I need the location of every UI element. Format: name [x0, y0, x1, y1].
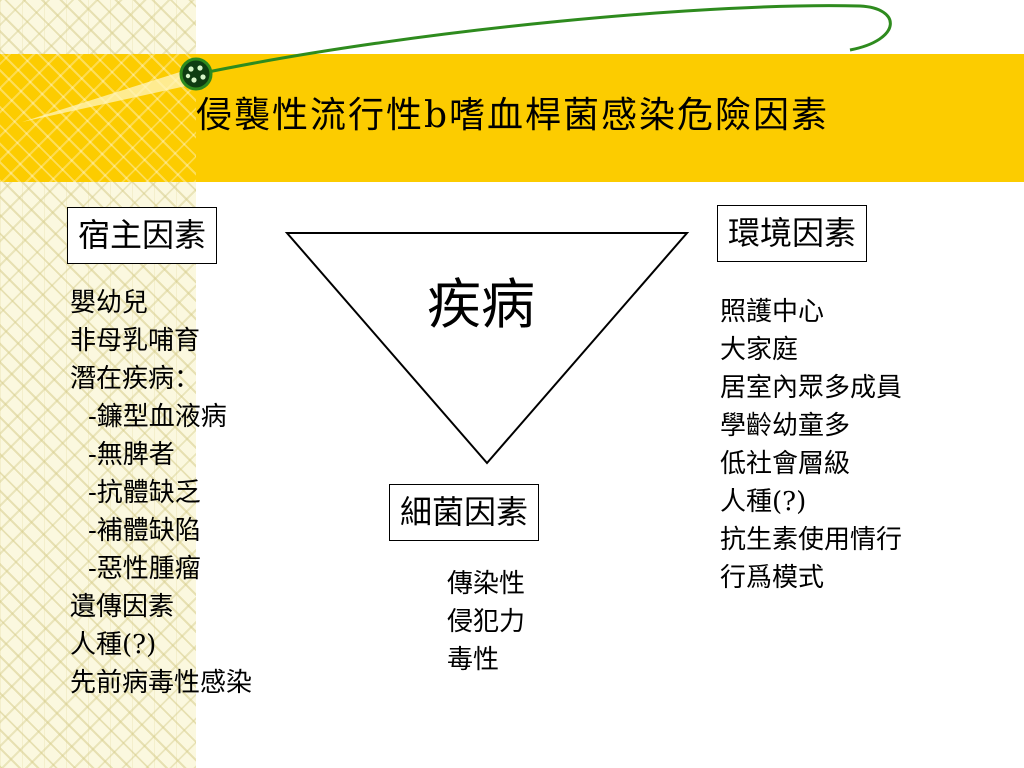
bacteria-factors-heading: 細菌因素 [389, 484, 540, 541]
disease-label: 疾病 [427, 273, 535, 336]
environment-factors-list: 照護中心大家庭居室內眾多成員學齡幼童多低社會層級人種(?) 抗生素使用情行行爲模式 [720, 293, 902, 597]
host-factor-item: -補體缺陷 [88, 516, 201, 546]
disease-triangle [284, 232, 690, 465]
bacteria-factor-item: 毒性 [447, 645, 500, 675]
environment-factor-item: 低社會層級 [720, 449, 851, 479]
host-factor-item: 嬰幼兒 [70, 288, 149, 318]
host-factors-list: 嬰幼兒非母乳哺育潛在疾病： -鐮型血液病 -無脾者 -抗體缺乏 -補體缺陷 -惡性腫瘤遺傳… [70, 284, 252, 702]
host-factor-item: 人種(?) [70, 630, 157, 660]
environment-factor-item: 行爲模式 [720, 563, 825, 593]
environment-factor-item: 居室內眾多成員 [720, 373, 903, 403]
host-factor-item: -抗體缺乏 [88, 478, 201, 508]
host-factor-item: 非母乳哺育 [70, 326, 201, 356]
environment-factors-heading: 環境因素 [717, 205, 868, 262]
bacteria-factors-list: 傳染性侵犯力毒性 [447, 565, 525, 679]
host-factor-item: 先前病毒性感染 [70, 668, 253, 698]
environment-factor-item: 抗生素使用情行 [720, 525, 903, 555]
environment-factor-item: 照護中心 [720, 297, 825, 327]
environment-factor-item: 大家庭 [720, 335, 799, 365]
host-factor-item: -惡性腫瘤 [88, 554, 201, 584]
bacteria-factor-item: 侵犯力 [447, 607, 526, 637]
environment-factor-item: 人種(?) [720, 487, 807, 517]
host-factor-item: 遺傳因素 [70, 592, 175, 622]
host-factor-item: -無脾者 [88, 440, 175, 470]
host-factor-item: -鐮型血液病 [88, 402, 227, 432]
environment-factor-item: 學齡幼童多 [720, 411, 851, 441]
host-factor-item: 潛在疾病： [70, 364, 201, 394]
title-band-pattern [0, 54, 196, 182]
host-factors-heading: 宿主因素 [67, 207, 218, 264]
bacteria-factor-item: 傳染性 [447, 569, 526, 599]
slide-title: 侵襲性流行性b嗜血桿菌感染危險因素 [196, 95, 830, 136]
